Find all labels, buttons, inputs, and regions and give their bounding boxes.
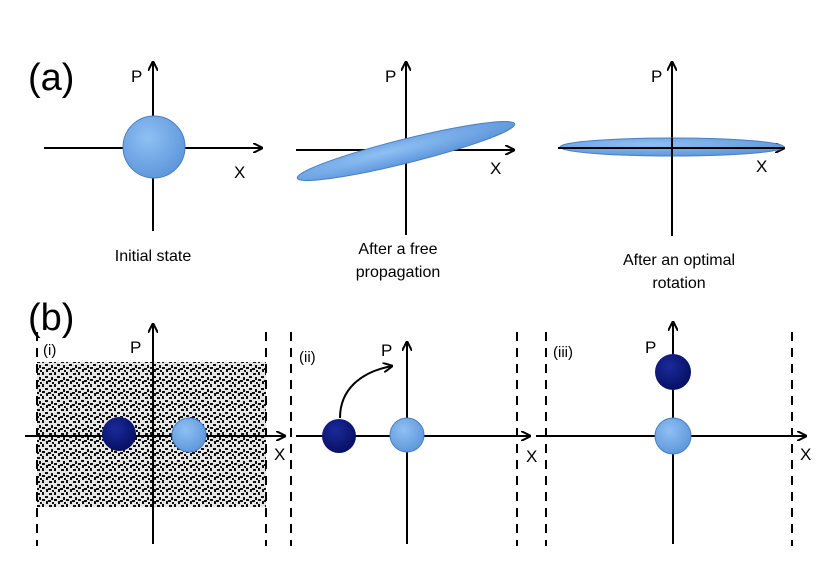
- panel-b-label: (b): [28, 297, 74, 339]
- x-axis-label: X: [756, 157, 767, 176]
- light-state-circle: [389, 417, 425, 453]
- caption-line-1: After a free: [358, 241, 437, 258]
- x-axis-label: X: [234, 163, 245, 182]
- dark-state-circle: [655, 354, 691, 390]
- x-axis-label: X: [490, 159, 501, 178]
- light-state-circle: [171, 417, 207, 453]
- sheared-state-ellipse: [296, 121, 516, 181]
- panel-a-plot-free-propagation: X P After a free propagation: [296, 62, 516, 281]
- subpanel-label: (ii): [299, 349, 316, 366]
- panel-a-plot-optimal-rotation: X P After an optimal rotation: [558, 62, 784, 292]
- p-axis-label: P: [645, 338, 656, 357]
- panel-b-subpanel-i: (i) P X: [25, 324, 285, 546]
- caption-line-1: Initial state: [115, 248, 192, 265]
- p-axis-label: P: [651, 67, 662, 86]
- light-state-circle: [654, 417, 692, 455]
- noise-background: [37, 362, 266, 507]
- x-axis-label: X: [274, 445, 285, 464]
- x-axis-label: X: [800, 445, 811, 464]
- caption-line-2: rotation: [652, 275, 705, 292]
- p-axis-label: P: [381, 341, 392, 360]
- subpanel-label: (iii): [553, 344, 573, 361]
- p-axis-label: P: [131, 67, 142, 86]
- panel-b-subpanel-iii: (iii) P X: [536, 322, 811, 546]
- panel-b-subpanel-ii: (ii) P X: [290, 332, 537, 546]
- subpanel-label: (i): [43, 342, 56, 359]
- rotation-arrow: [339, 366, 392, 419]
- panel-a-label: (a): [28, 57, 74, 99]
- caption-line-2: propagation: [356, 264, 441, 281]
- dark-state-circle: [322, 419, 356, 453]
- gaussian-state-circle: [122, 115, 186, 179]
- x-axis-label: X: [526, 447, 537, 466]
- panel-a-plot-initial-state: X P Initial state: [44, 62, 262, 265]
- dark-state-circle: [102, 417, 136, 451]
- caption-line-1: After an optimal: [623, 252, 735, 269]
- p-axis-label: P: [385, 67, 396, 86]
- p-axis-label: P: [130, 338, 141, 357]
